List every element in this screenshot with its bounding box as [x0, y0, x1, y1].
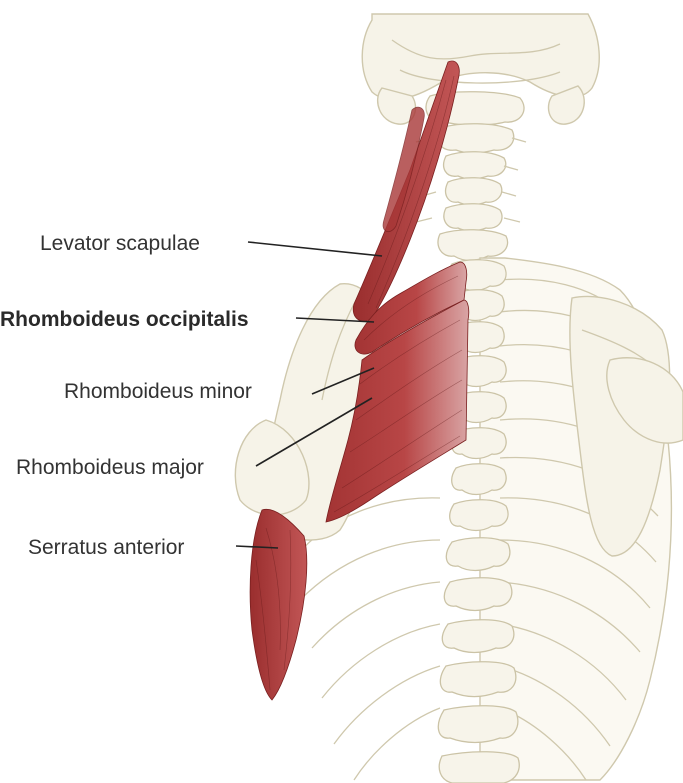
label-rhomboideus-minor: Rhomboideus minor: [64, 380, 252, 403]
leader-rhomboideus-minor: [311, 367, 375, 395]
leader-serratus-anterior: [235, 545, 279, 549]
rhomboideus-major-muscle: [325, 299, 470, 523]
leader-levator-scapulae: [247, 241, 383, 257]
leader-rhomboideus-major: [255, 397, 373, 467]
serratus-anterior-muscle: [249, 508, 308, 701]
skull: [361, 13, 600, 125]
right-scapula: [569, 295, 683, 557]
label-serratus-anterior: Serratus anterior: [28, 536, 184, 559]
label-rhomboideus-occipitalis: Rhomboideus occipitalis: [0, 308, 249, 331]
label-rhomboideus-major: Rhomboideus major: [16, 456, 204, 479]
rhomboideus-minor-muscle: [354, 261, 468, 355]
label-levator-scapulae: Levator scapulae: [40, 232, 200, 255]
leader-rhomboideus-occipitalis: [295, 317, 375, 323]
